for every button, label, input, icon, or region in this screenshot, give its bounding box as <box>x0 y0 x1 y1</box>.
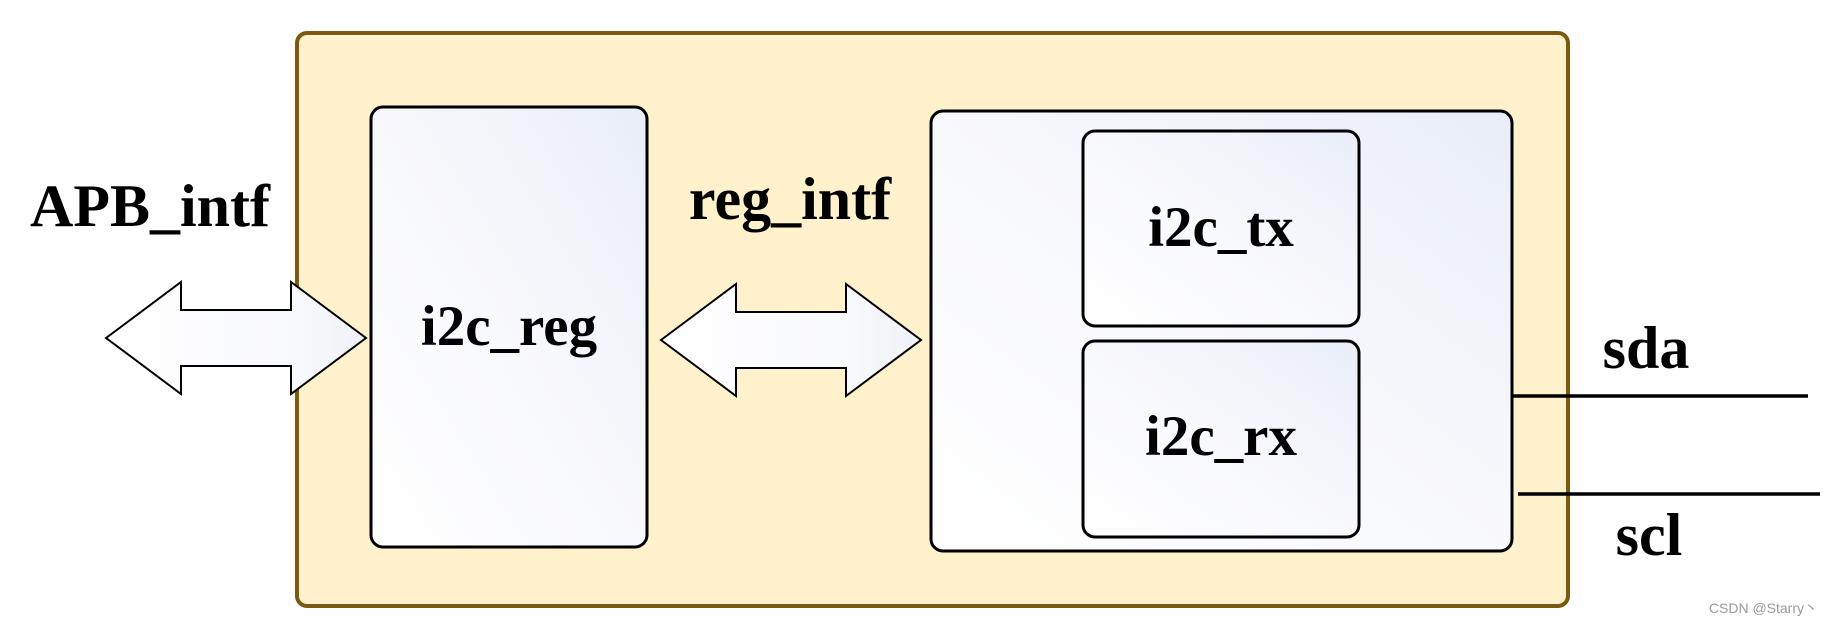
reg-intf-bidirectional-arrow <box>659 282 923 398</box>
i2c-reg-box <box>369 105 649 549</box>
csdn-watermark: CSDN @Starry丶 <box>1709 600 1818 616</box>
i2c-rx-box <box>1081 339 1361 539</box>
i2c-tx-box <box>1081 129 1361 328</box>
reg-intf-label: reg_intf <box>689 166 892 232</box>
sda-label: sda <box>1603 315 1690 381</box>
apb-bidirectional-arrow <box>104 280 368 396</box>
i2c-core-box <box>929 109 1514 553</box>
scl-label: scl <box>1616 502 1683 568</box>
apb-intf-label: APB_intf <box>30 173 271 239</box>
i2c-tx-label: i2c_tx <box>1148 196 1294 259</box>
i2c-reg-label: i2c_reg <box>421 295 597 358</box>
i2c-rx-label: i2c_rx <box>1145 405 1297 468</box>
